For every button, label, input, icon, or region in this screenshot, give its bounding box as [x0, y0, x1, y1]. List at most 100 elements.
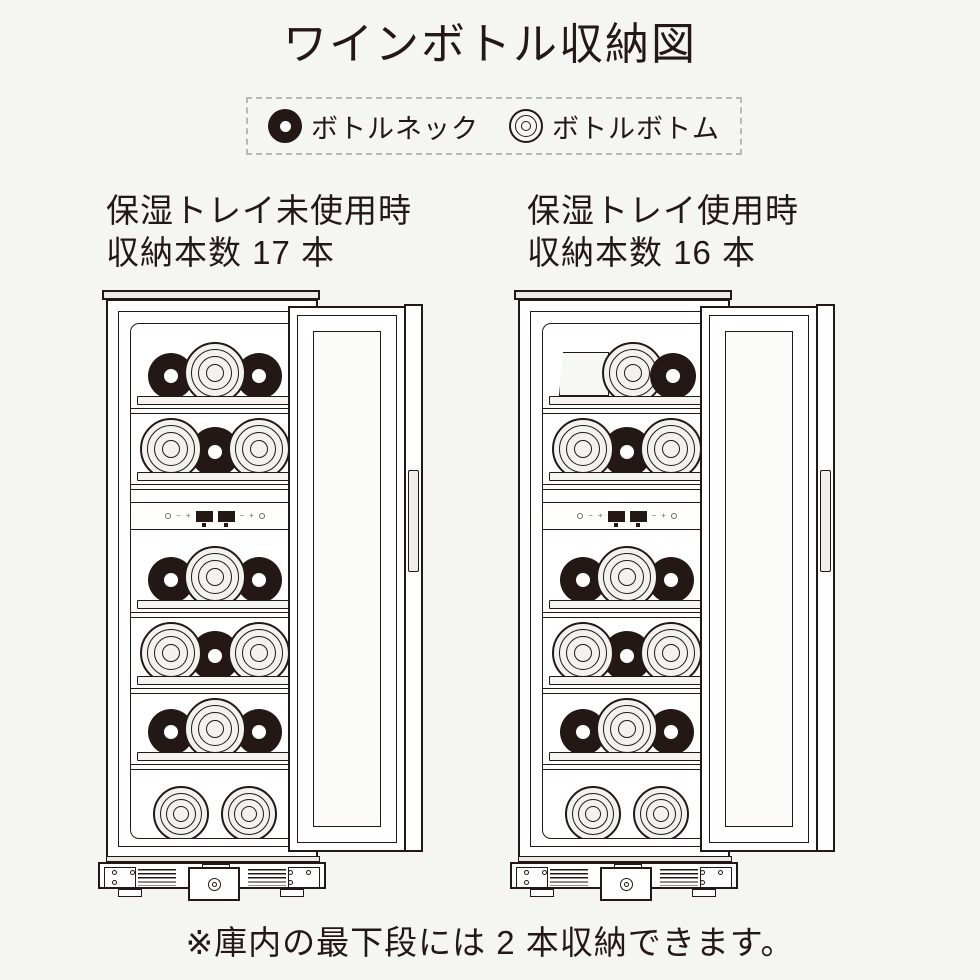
cabinet-foot — [280, 889, 304, 897]
base-top-bar — [518, 856, 732, 862]
door-handle[interactable] — [820, 470, 831, 572]
shelf-plate — [543, 688, 709, 694]
door-frame — [297, 315, 397, 843]
bottle-bottom-ring — [585, 806, 601, 822]
base-housing — [510, 862, 738, 901]
bottle-neck-opening — [662, 723, 680, 741]
power-icon[interactable] — [577, 513, 584, 519]
bottle-bottom — [228, 622, 290, 684]
base-center-panel — [600, 864, 652, 901]
bottle-neck-opening — [574, 571, 592, 589]
cabinet-body: −+−+ — [518, 299, 730, 859]
bottle-bottom-ring — [206, 364, 224, 382]
led-display[interactable] — [607, 510, 625, 527]
minus-button[interactable]: − — [588, 511, 593, 520]
screw-hole — [306, 870, 311, 875]
bottle-bottom-ring — [574, 440, 592, 458]
power-icon[interactable] — [165, 513, 172, 519]
shelf-row — [543, 336, 709, 412]
plus-button[interactable]: + — [249, 511, 254, 520]
bottle-bottom — [153, 786, 209, 838]
plus-button[interactable]: + — [185, 511, 191, 520]
bottle-bottom-ring — [154, 636, 188, 670]
bottle-bottom-ring — [162, 440, 180, 458]
shelf-rail — [549, 752, 705, 761]
shelf-row — [131, 692, 297, 768]
door-edge — [404, 304, 423, 852]
base-tab — [614, 864, 642, 868]
glass-door[interactable] — [700, 306, 818, 852]
led-display[interactable] — [195, 510, 213, 527]
bottle-neck-icon — [268, 109, 302, 143]
screw-hole — [700, 880, 705, 885]
bottle-bottom-ring — [618, 720, 636, 738]
shelf-plate — [543, 764, 709, 770]
bottle-neck-opening — [250, 367, 268, 385]
shelf-row — [543, 692, 709, 768]
bottle-bottom-ring — [250, 644, 268, 662]
bottle-bottom-ring — [654, 636, 688, 670]
bottle-bottom — [184, 546, 246, 608]
shelf-plate — [131, 408, 297, 414]
shelf-row — [131, 540, 297, 616]
bottle-bottom-ring — [624, 364, 642, 382]
bottle-bottom — [565, 786, 621, 838]
shelf-rail — [137, 752, 293, 761]
cabinet-body: −+−+ — [106, 299, 318, 859]
led-display[interactable] — [217, 510, 235, 527]
shelf-rail — [549, 396, 705, 405]
minus-button[interactable]: − — [239, 511, 245, 520]
bottle-bottom-ring — [228, 793, 270, 835]
bottle-bottom — [633, 786, 689, 838]
cabinet-no-humidity-tray: −+−+ — [98, 290, 428, 905]
bottle-bottom — [184, 342, 246, 404]
base-center-panel — [188, 864, 240, 901]
bottle-bottom-ring — [646, 799, 676, 829]
door-handle[interactable] — [408, 470, 419, 572]
plus-button[interactable]: + — [661, 511, 666, 520]
bottle-bottom — [184, 698, 246, 760]
base-tab — [202, 864, 230, 868]
bottle-bottom-ring — [242, 432, 276, 466]
light-icon[interactable] — [670, 513, 677, 519]
bottle-bottom — [640, 622, 702, 684]
cabinet-foot — [530, 889, 554, 897]
shelf-row — [543, 412, 709, 488]
control-panel[interactable]: −+−+ — [131, 502, 297, 530]
cavity-floor-row — [543, 778, 709, 838]
bottle-bottom-ring — [166, 799, 196, 829]
screw-hole — [524, 880, 529, 885]
glass-door[interactable] — [288, 306, 406, 852]
shelf-plate — [543, 612, 709, 618]
bottle-neck-opening — [664, 367, 682, 385]
led-display[interactable] — [629, 510, 647, 527]
bottle-bottom-ring — [662, 644, 680, 662]
control-panel[interactable]: −+−+ — [543, 502, 709, 530]
cabinet-heading-left: 保湿トレイ未使用時 収納本数 17 本 — [106, 192, 412, 272]
bottle-bottom — [640, 418, 702, 480]
bottle-bottom-ring — [566, 432, 600, 466]
screw-hole — [130, 870, 135, 875]
bottle-bottom-ring — [173, 806, 189, 822]
bottle-bottom-ring — [574, 644, 592, 662]
mounting-bracket — [288, 867, 320, 888]
bottle-bottom — [140, 622, 202, 684]
shelf-rail — [137, 472, 293, 481]
vent-grille — [248, 869, 286, 886]
shelf-plate — [131, 612, 297, 618]
legend-label-bottle-neck: ボトルネック — [311, 113, 479, 144]
shelf-rail — [137, 396, 293, 405]
light-icon[interactable] — [258, 513, 265, 519]
shelf-row — [543, 616, 709, 692]
bottle-bottom-ring — [566, 636, 600, 670]
door-glass-pane — [725, 331, 793, 827]
minus-button[interactable]: − — [651, 511, 657, 520]
bottle-bottom — [596, 546, 658, 608]
bottle-neck-opening — [662, 571, 680, 589]
base-top-bar — [106, 856, 320, 862]
minus-button[interactable]: − — [176, 511, 181, 520]
plus-button[interactable]: + — [597, 511, 603, 520]
bottle-bottom-ring — [162, 644, 180, 662]
bottle-bottom-ring — [241, 806, 257, 822]
